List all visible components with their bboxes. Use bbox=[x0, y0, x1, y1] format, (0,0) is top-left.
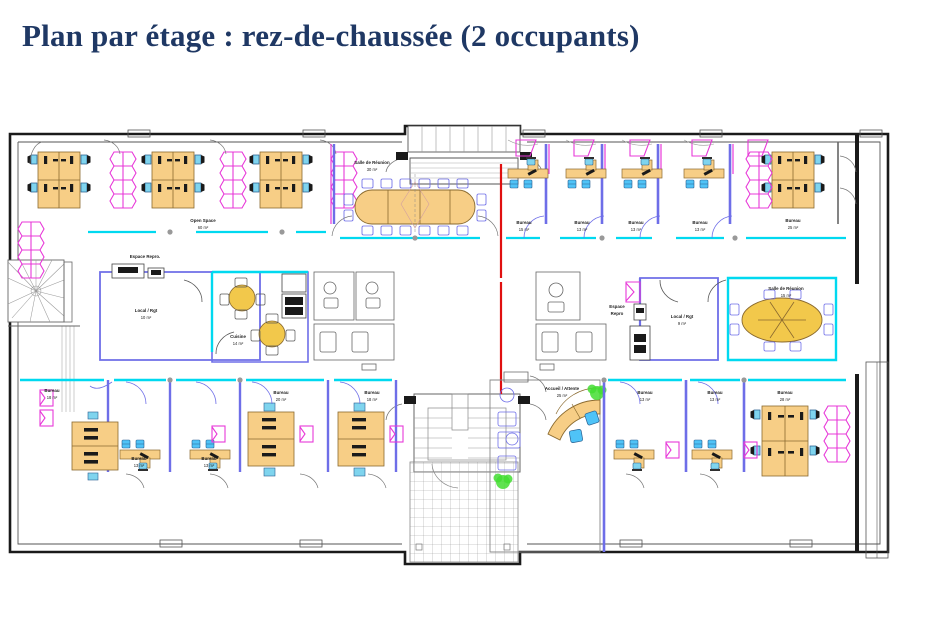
room-label-bureau-b8: Bureau bbox=[777, 390, 792, 395]
zone-offices-top-right: Bureau 15 m² Bureau 13 m² Bureau 13 m² B… bbox=[506, 139, 846, 241]
stairwell-left bbox=[7, 259, 80, 412]
bench-bureau-b8 bbox=[750, 405, 820, 477]
room-label-bureau-t3: Bureau bbox=[628, 220, 643, 225]
room-label-local-rgt-10: Local / Rgt bbox=[135, 308, 158, 313]
room-area-salle-reunion-15: 15 m² bbox=[781, 293, 792, 298]
room-label-accueil: Accueil / Attente bbox=[545, 386, 580, 391]
zone-offices-bottom-right: Bureau 13 m² Bureau 13 m² Bureau 28 m² bbox=[601, 377, 851, 552]
bottom-windows bbox=[159, 539, 813, 548]
room-area-bureau-t5: 25 m² bbox=[788, 225, 799, 230]
stairwell-center bbox=[385, 393, 547, 473]
exterior-wall-details bbox=[855, 134, 889, 559]
room-area-bureau-t4: 13 m² bbox=[695, 227, 706, 232]
room-label-local-rgt-9: Local / Rgt bbox=[671, 314, 694, 319]
room-label-bureau-b5: Bureau bbox=[364, 390, 379, 395]
zone-local-rgt-right: Espace Repro Local / Rgt 9 m² bbox=[609, 277, 719, 361]
room-label-bureau-b7: Bureau bbox=[707, 390, 722, 395]
zone-cuisine: Cuisine 14 m² bbox=[210, 270, 309, 363]
room-area-accueil: 25 m² bbox=[557, 393, 568, 398]
room-area-bureau-t1: 15 m² bbox=[519, 227, 530, 232]
zone-bureau-25: Bureau 25 m² bbox=[745, 142, 857, 230]
room-label-salle-reunion-15: Salle de Réunion bbox=[768, 286, 804, 291]
room-label-espace-repro-right-2: Repro bbox=[611, 311, 624, 316]
bench-bureau-b5 bbox=[337, 402, 385, 477]
zone-salle-reunion-15: Salle de Réunion 15 m² bbox=[707, 276, 838, 362]
room-label-bureau-b1: Bureau bbox=[44, 388, 59, 393]
room-label-cuisine: Cuisine bbox=[230, 334, 246, 339]
room-area-salle-reunion-30: 30 m² bbox=[367, 167, 378, 172]
room-area-bureau-b2: 13 m² bbox=[134, 463, 145, 468]
plant-icon-2 bbox=[493, 473, 513, 489]
top-windows bbox=[127, 129, 883, 138]
room-label-bureau-t1: Bureau bbox=[516, 220, 531, 225]
zone-accueil-attente: Accueil / Attente 25 m² bbox=[489, 371, 607, 553]
room-area-bureau-b3: 13 m² bbox=[204, 463, 215, 468]
bench-bureau-b4 bbox=[247, 402, 295, 477]
room-label-bureau-b6: Bureau bbox=[637, 390, 652, 395]
zone-open-space: Open Space 60 m² bbox=[17, 139, 358, 279]
zone-local-rgt-left: Espace Repro. Local / Rgt 10 m² bbox=[99, 254, 261, 361]
room-label-bureau-t2: Bureau bbox=[574, 220, 589, 225]
zone-salle-reunion-30: Salle de Réunion 30 m² bbox=[330, 144, 499, 241]
room-label-espace-repro-right-1: Espace bbox=[609, 304, 625, 309]
room-label-bureau-b3: Bureau bbox=[201, 456, 216, 461]
page-title: Plan par étage : rez-de-chaussée (2 occu… bbox=[22, 18, 640, 53]
room-area-bureau-b5: 18 m² bbox=[367, 397, 378, 402]
room-label-bureau-b4: Bureau bbox=[273, 390, 288, 395]
zone-offices-bottom-left: Bureau 13 m² Bureau 13 m² Bureau 20 m² B… bbox=[114, 377, 404, 489]
room-area-local-rgt-10: 10 m² bbox=[141, 315, 152, 320]
room-area-local-rgt-9: 9 m² bbox=[678, 321, 687, 326]
room-area-bureau-b7: 13 m² bbox=[710, 397, 721, 402]
room-area-bureau-b4: 20 m² bbox=[276, 397, 287, 402]
room-label-salle-reunion-30: Salle de Réunion bbox=[354, 160, 390, 165]
zone-sanitary bbox=[313, 271, 607, 371]
room-area-bureau-b6: 13 m² bbox=[640, 397, 651, 402]
room-label-bureau-b2: Bureau bbox=[131, 456, 146, 461]
floor-plan-svg: Open Space 60 m² bbox=[7, 124, 890, 566]
room-label-espace-repro-left: Espace Repro. bbox=[130, 254, 161, 259]
room-area-bureau-b8: 28 m² bbox=[780, 397, 791, 402]
room-area-bureau-t2: 13 m² bbox=[577, 227, 588, 232]
room-area-bureau-b1: 18 m² bbox=[47, 395, 58, 400]
room-area-open-space: 60 m² bbox=[198, 225, 209, 230]
zone-bureau-b1: Bureau 18 m² bbox=[20, 378, 119, 481]
room-label-bureau-t4: Bureau bbox=[692, 220, 707, 225]
room-label-open-space: Open Space bbox=[190, 218, 216, 223]
room-area-bureau-t3: 13 m² bbox=[631, 227, 642, 232]
room-label-bureau-t5: Bureau bbox=[785, 218, 800, 223]
room-area-cuisine: 14 m² bbox=[233, 341, 244, 346]
floor-plan-diagram: Open Space 60 m² bbox=[0, 112, 929, 572]
